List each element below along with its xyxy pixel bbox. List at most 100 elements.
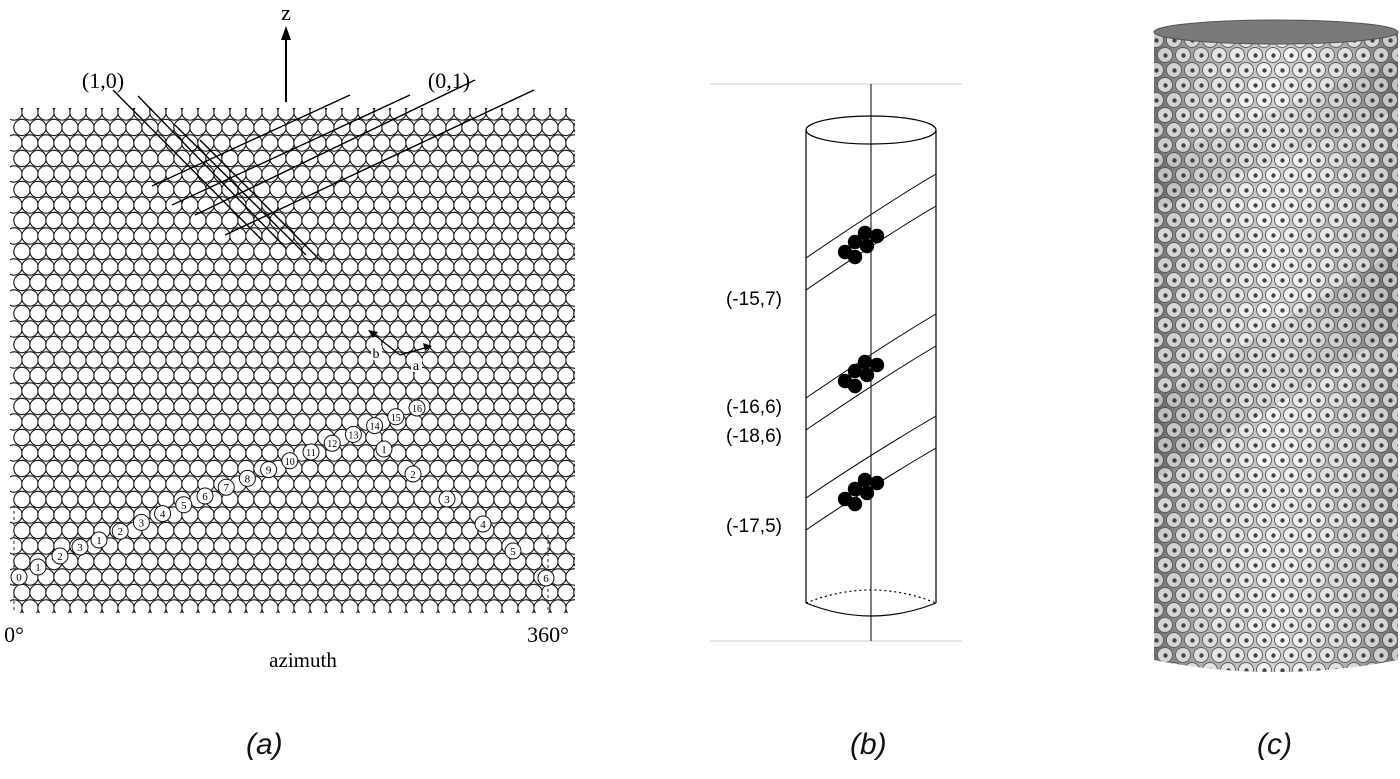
surface-subunit-pore (1244, 188, 1248, 192)
lattice-subunit (574, 243, 590, 259)
lattice-subunit (302, 119, 318, 135)
lattice-subunit (46, 243, 62, 259)
surface-subunit-pore (1226, 338, 1230, 342)
surface-subunit-pore (1289, 653, 1293, 657)
lattice-subunit (502, 166, 518, 182)
lattice-subunit (438, 569, 454, 585)
lattice-subunit (390, 197, 406, 213)
lattice-subunit (494, 119, 510, 135)
lattice-subunit (470, 135, 486, 151)
lattice-subunit (566, 507, 582, 523)
surface-subunit-pore (1298, 218, 1302, 222)
lattice-subunit (566, 445, 582, 461)
lattice-subunit (406, 321, 422, 337)
lattice-subunit (302, 522, 318, 538)
lattice-subunit (286, 615, 302, 631)
lattice-subunit (286, 243, 302, 259)
lattice-subunit (382, 212, 398, 228)
lattice-subunit (518, 259, 534, 275)
subunit-dot (858, 473, 872, 487)
lattice-subunit (438, 197, 454, 213)
surface-subunit-pore (1181, 113, 1185, 117)
lattice-subunit (86, 476, 102, 492)
lattice-subunit (214, 135, 230, 151)
lattice-subunit (142, 367, 158, 383)
lattice-subunit (374, 507, 390, 523)
lattice-subunit (398, 553, 414, 569)
surface-subunit (1329, 663, 1344, 678)
lattice-subunit (518, 569, 534, 585)
lattice-subunit (526, 553, 542, 569)
surface-subunit-pore (1307, 83, 1311, 87)
lattice-subunit (510, 615, 526, 631)
lattice-subunit (254, 615, 270, 631)
surface-subunit-pore (1298, 488, 1302, 492)
surface-subunit-pore (1316, 518, 1320, 522)
caption-a: (a) (246, 728, 283, 762)
lattice-subunit (14, 274, 30, 290)
lattice-subunit (366, 243, 382, 259)
lattice-subunit (502, 414, 518, 430)
surface-subunit-pore (1379, 653, 1383, 657)
lattice-subunit (86, 135, 102, 151)
lattice-subunit (6, 414, 22, 430)
lattice-subunit (342, 476, 358, 492)
lattice-subunit (110, 212, 126, 228)
lattice-subunit (222, 336, 238, 352)
lattice-subunit (30, 119, 46, 135)
surface-subunit-pore (1334, 458, 1338, 462)
surface-subunit-pore (1280, 248, 1284, 252)
surface-subunit-pore (1217, 533, 1221, 537)
lattice-subunit (534, 259, 550, 275)
lattice-subunit (174, 243, 190, 259)
lattice-subunit (198, 228, 214, 244)
lattice-subunit (350, 305, 366, 321)
lattice-subunit (126, 367, 142, 383)
lattice-subunit (158, 243, 174, 259)
lattice-subunit (310, 569, 326, 585)
surface-subunit-pore (1244, 98, 1248, 102)
lattice-subunit (318, 398, 334, 414)
lattice-subunit (38, 259, 54, 275)
lattice-subunit (542, 584, 558, 600)
lattice-subunit (174, 119, 190, 135)
surface-subunit-pore (1271, 563, 1275, 567)
lattice-subunit (134, 600, 150, 616)
lattice-subunit (398, 274, 414, 290)
surface-subunit-pore (1244, 488, 1248, 492)
surface-subunit-pore (1199, 293, 1203, 297)
lattice-subunit (558, 305, 574, 321)
lattice-subunit (238, 212, 254, 228)
lattice-subunit (38, 383, 54, 399)
lattice-subunit (454, 259, 470, 275)
lattice-subunit (222, 615, 238, 631)
lattice-subunit (438, 321, 454, 337)
surface-subunit-pore (1361, 443, 1365, 447)
lattice-subunit (86, 352, 102, 368)
surface-subunit-pore (1181, 233, 1185, 237)
lattice-subunit (462, 429, 478, 445)
lattice-subunit (198, 352, 214, 368)
lattice-subunit (278, 290, 294, 306)
lattice-subunit (318, 615, 334, 631)
lattice-subunit (446, 584, 462, 600)
lattice-subunit (214, 600, 230, 616)
lattice-subunit (414, 584, 430, 600)
lattice-subunit (126, 398, 142, 414)
surface-subunit-pore (1370, 458, 1374, 462)
lattice-subunit (214, 569, 230, 585)
surface-subunit-pore (1217, 263, 1221, 267)
lattice-subunit (494, 336, 510, 352)
lattice-subunit (438, 290, 454, 306)
surface-subunit-pore (1262, 188, 1266, 192)
lattice-subunit (190, 429, 206, 445)
lattice-subunit (326, 569, 342, 585)
surface-subunit-pore (1289, 683, 1293, 687)
subunit-dot (858, 226, 872, 240)
lattice-subunit (574, 212, 590, 228)
lattice-subunit (542, 119, 558, 135)
lattice-subunit (190, 460, 206, 476)
lattice-subunit (414, 429, 430, 445)
lattice-subunit (462, 119, 478, 135)
lattice-subunit (78, 615, 94, 631)
